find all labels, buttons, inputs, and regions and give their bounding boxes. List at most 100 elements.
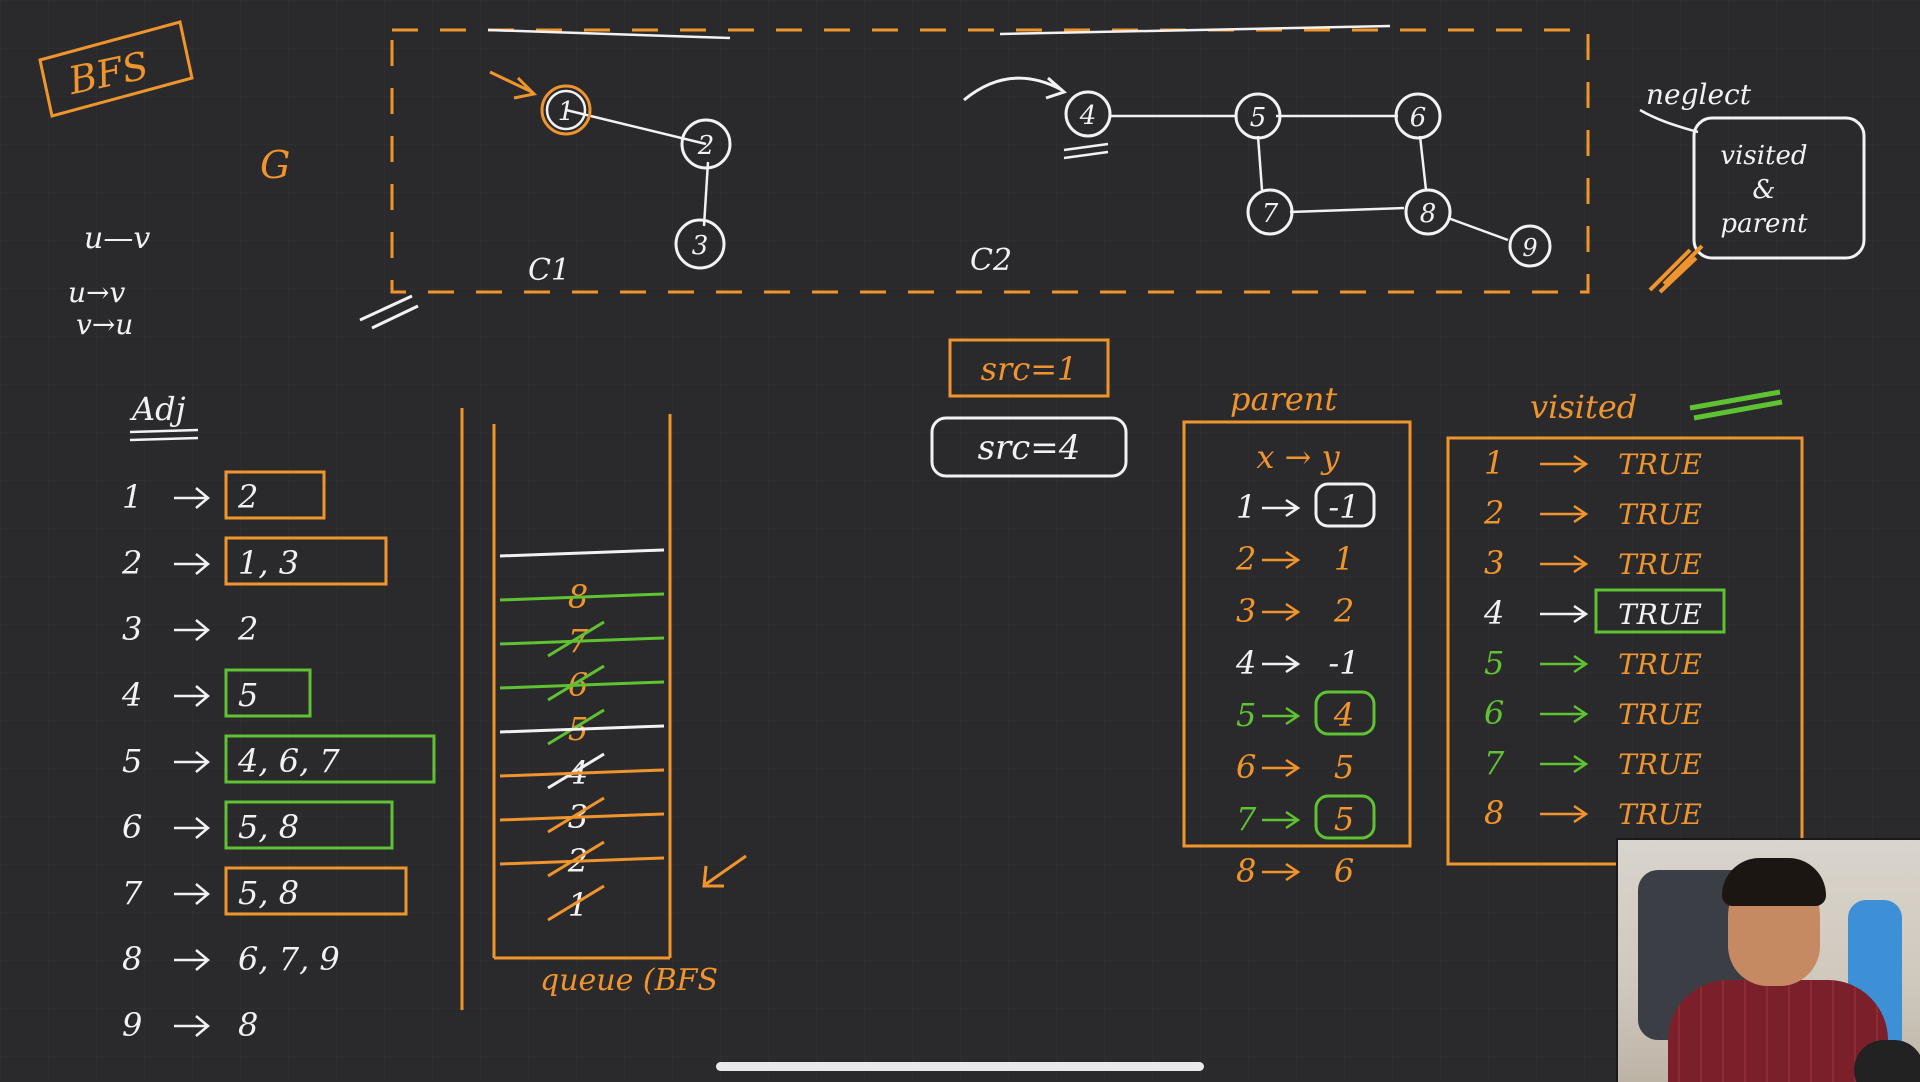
visited-row-1: 1 TRUE: [1484, 444, 1702, 482]
visited-row-key: 4: [1483, 594, 1504, 632]
adj-label: Adj: [129, 390, 186, 428]
visited-row-value: TRUE: [1618, 448, 1702, 481]
queue-item-strike: [547, 840, 605, 878]
adj-row-values: 5, 8: [238, 808, 299, 846]
edge-7-8: [1289, 206, 1405, 214]
adj-row-key: 8: [122, 940, 142, 978]
queue-separator: [499, 768, 665, 778]
parent-row-arrow: [1262, 654, 1301, 674]
adj-row-values: 6, 7, 9: [238, 940, 340, 978]
parent-row-arrow: [1262, 758, 1301, 778]
graph-node-4-label: 4: [1079, 101, 1097, 131]
neglect-scribble: [1648, 244, 1704, 294]
visited-row-arrow: [1540, 554, 1589, 574]
queue-item-strike: [547, 884, 605, 922]
queue-label: queue (BFS: [540, 963, 718, 998]
parent-row-box: [1314, 482, 1376, 528]
webcam-overlay: [1616, 838, 1920, 1082]
adj-row-key: 2: [121, 544, 142, 582]
graph-node-3-label: 3: [692, 231, 709, 261]
edge-8-9: [1447, 216, 1509, 242]
adj-row-box: [224, 536, 388, 586]
visited-row-value: TRUE: [1618, 648, 1702, 681]
adj-row-arrow: [174, 553, 210, 575]
source-arrow-1: [489, 70, 538, 100]
parent-row-arrow: [1262, 706, 1301, 726]
visited-row-arrow: [1540, 804, 1589, 824]
adj-row-key: 6: [122, 808, 142, 846]
graph-label: G: [260, 143, 290, 187]
visited-row-arrow: [1540, 504, 1589, 524]
edge-note-backward: v→u: [76, 308, 133, 341]
visited-row-key: 1: [1484, 444, 1504, 482]
adj-row-arrow: [174, 751, 210, 773]
parent-header: x → y: [1256, 438, 1340, 476]
parent-row-arrow: [1262, 550, 1301, 570]
visited-row-value: TRUE: [1618, 598, 1702, 631]
visited-row-value: TRUE: [1618, 698, 1702, 731]
graph-node-7: 7: [1246, 188, 1294, 236]
adj-row-box: [224, 866, 408, 916]
graph-node-8: 8: [1404, 188, 1452, 236]
queue-item-strike: [547, 664, 605, 702]
visited-row-arrow: [1540, 754, 1589, 774]
graph-node-8-label: 8: [1420, 199, 1437, 229]
parent-row-1: 1-1: [1236, 482, 1376, 528]
adj-row-key: 4: [121, 676, 142, 714]
parent-row-box: [1314, 794, 1376, 840]
visited-row-value: TRUE: [1618, 798, 1702, 831]
src-box-2: [930, 416, 1128, 478]
graph-node-1: 1: [540, 84, 592, 136]
parent-label: parent: [1230, 380, 1337, 418]
visited-row-box: [1594, 588, 1726, 634]
visited-row-key: 8: [1484, 794, 1504, 832]
neglect-arrow: [1639, 108, 1699, 134]
edge-6-8: [1418, 135, 1428, 191]
src-label-2: src=4: [978, 428, 1081, 468]
edge-5-7: [1256, 135, 1264, 191]
parent-row-value: 4: [1333, 696, 1354, 734]
parent-row-key: 4: [1235, 644, 1256, 682]
visited-row-arrow: [1540, 454, 1589, 474]
parent-row-key: 8: [1236, 852, 1256, 890]
graph-node-5-label: 5: [1250, 103, 1267, 133]
queue-separator: [499, 592, 665, 602]
queue-separator: [499, 724, 665, 734]
queue-item-1: 1: [499, 856, 665, 924]
parent-row-arrow: [1262, 810, 1301, 830]
neglect-label: neglect: [1646, 78, 1752, 111]
adj-row-arrow: [174, 619, 210, 641]
visited-scribble: [1689, 389, 1783, 421]
graph-node-6-label: 6: [1410, 103, 1427, 133]
adj-row-key: 3: [122, 610, 142, 648]
graph-node-7-label: 7: [1262, 199, 1279, 229]
graph-node-3: 3: [674, 218, 726, 270]
adj-row-box: [224, 734, 436, 784]
parent-row-value: 5: [1334, 748, 1354, 786]
parent-row-key: 5: [1236, 696, 1256, 734]
src-label-1: src=1: [981, 350, 1078, 388]
parent-row-box: [1314, 690, 1376, 736]
adj-row-arrow: [174, 685, 210, 707]
parent-row-arrow: [1262, 602, 1301, 622]
home-indicator[interactable]: [716, 1062, 1204, 1071]
queue: 87654321: [460, 408, 672, 1010]
visited-row-value: TRUE: [1618, 548, 1702, 581]
parent-row-key: 1: [1236, 488, 1256, 526]
parent-row-value: 5: [1334, 800, 1354, 838]
visited-label: visited: [1530, 388, 1637, 426]
neglect-box-line-2: &: [1752, 175, 1775, 205]
visited-row-arrow: [1540, 654, 1589, 674]
visited-row-arrow: [1540, 604, 1589, 624]
